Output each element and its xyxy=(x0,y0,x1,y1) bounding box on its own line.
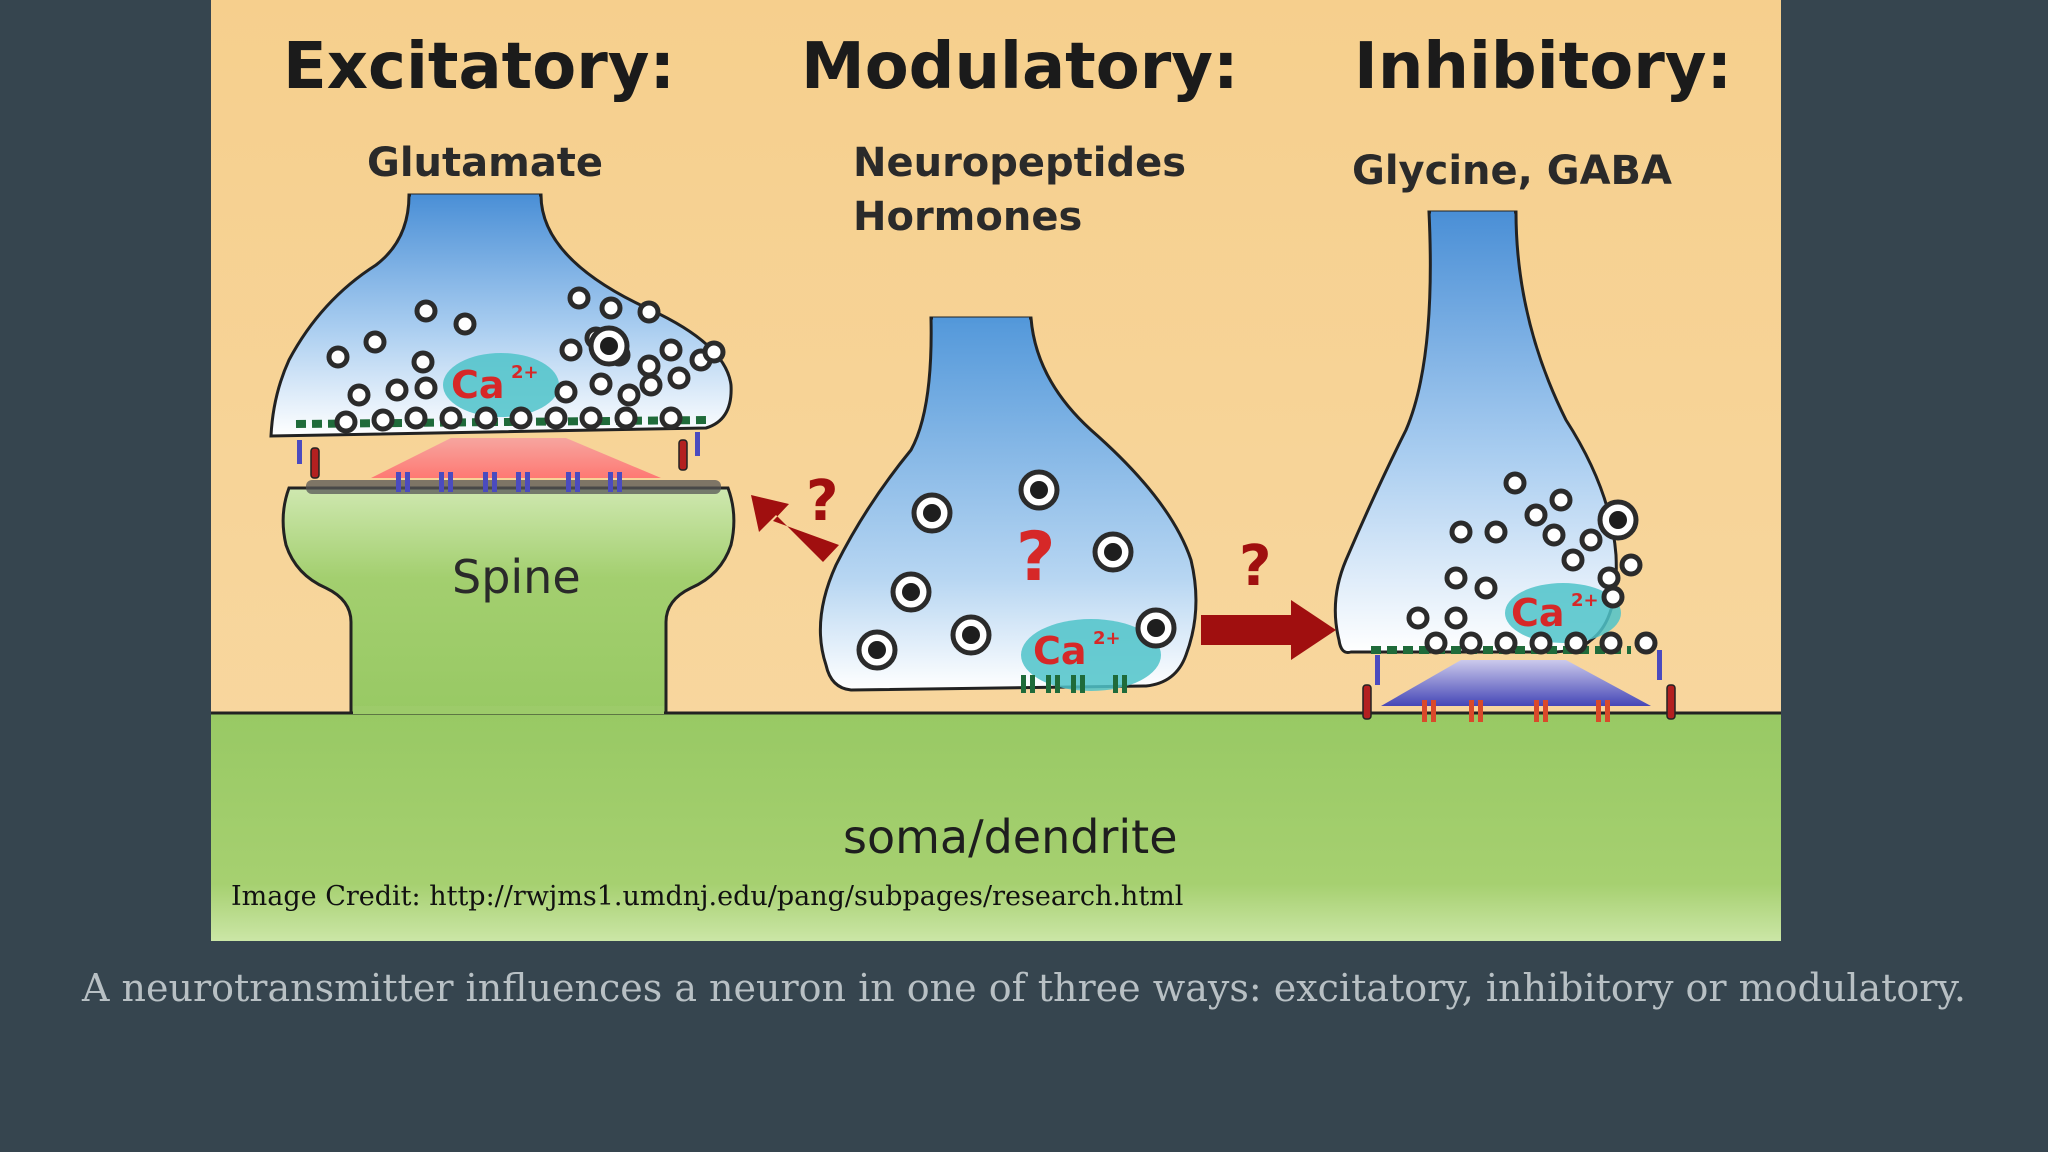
vesicle xyxy=(1549,488,1573,512)
vesicle xyxy=(567,286,591,310)
arrow-to-excitatory xyxy=(751,495,839,562)
excitatory-terminal xyxy=(269,193,733,438)
excitatory-ca-charge: 2+ xyxy=(511,362,539,383)
vesicle xyxy=(404,406,428,430)
vesicle xyxy=(1619,553,1643,577)
vesicle xyxy=(1484,520,1508,544)
vesicle xyxy=(667,366,691,390)
spine-label: Spine xyxy=(452,550,581,604)
modulatory-channels xyxy=(1021,675,1127,693)
vesicle xyxy=(1449,520,1473,544)
vesicle xyxy=(639,373,663,397)
slide-caption: A neurotransmitter influences a neuron i… xyxy=(82,966,1966,1010)
inhibitory-receptors xyxy=(1422,700,1610,722)
vesicle xyxy=(385,378,409,402)
vesicle xyxy=(453,312,477,336)
vesicle xyxy=(1503,471,1527,495)
vesicle xyxy=(614,406,638,430)
inhibitory-arrow-question-mark: ? xyxy=(1239,534,1271,599)
synapse-diagram: Ca 2+ Ca 2+ Ca 2+ ? ? ? Spine soma/dendr… xyxy=(211,0,1781,941)
sublabel-glycine-gaba: Glycine, GABA xyxy=(1352,148,1672,194)
vesicle xyxy=(439,406,463,430)
vesicle xyxy=(363,330,387,354)
vesicle xyxy=(617,383,641,407)
vesicle xyxy=(1564,631,1588,655)
heading-excitatory: Excitatory: xyxy=(283,30,676,104)
sublabel-glutamate: Glutamate xyxy=(367,140,604,186)
dense-core xyxy=(1609,511,1627,529)
diagram-graphic: Ca 2+ Ca 2+ Ca 2+ ? ? ? Spine soma/dendr… xyxy=(211,0,1781,941)
vesicle xyxy=(1634,631,1658,655)
spine xyxy=(281,486,736,715)
vesicle xyxy=(1599,631,1623,655)
vesicle xyxy=(1444,566,1468,590)
vesicle xyxy=(1524,503,1548,527)
vesicle xyxy=(544,406,568,430)
inhibitory-ca-charge: 2+ xyxy=(1571,590,1599,611)
vesicle xyxy=(347,383,371,407)
vesicle xyxy=(1529,631,1553,655)
heading-modulatory: Modulatory: xyxy=(801,30,1239,104)
modulatory-ca-charge: 2+ xyxy=(1093,628,1121,649)
modulatory-question-mark: ? xyxy=(1016,518,1055,597)
vesicle xyxy=(637,354,661,378)
soma-dendrite-region xyxy=(211,712,1781,941)
sublabel-neuropeptides: Neuropeptides xyxy=(853,140,1187,186)
excitatory-ca-label: Ca xyxy=(451,363,505,407)
soma-dendrite-label: soma/dendrite xyxy=(843,810,1178,864)
dense-core xyxy=(923,504,941,522)
excitatory-receptors xyxy=(396,472,622,492)
vesicle xyxy=(411,350,435,374)
vesicle xyxy=(1459,631,1483,655)
dense-core xyxy=(962,626,980,644)
vesicle xyxy=(1406,606,1430,630)
excitatory-arrow-question-mark: ? xyxy=(806,469,838,534)
heading-inhibitory: Inhibitory: xyxy=(1354,30,1733,104)
vesicle xyxy=(509,406,533,430)
vesicle xyxy=(659,338,683,362)
vesicle xyxy=(589,372,613,396)
dense-core xyxy=(1030,481,1048,499)
dense-core xyxy=(600,337,618,355)
vesicle xyxy=(414,299,438,323)
vesicle xyxy=(1542,523,1566,547)
dense-core xyxy=(1104,543,1122,561)
vesicle xyxy=(1579,528,1603,552)
vesicle xyxy=(1597,566,1621,590)
dense-core xyxy=(868,641,886,659)
vesicle xyxy=(599,296,623,320)
vesicle xyxy=(1444,606,1468,630)
vesicle xyxy=(334,410,358,434)
vesicle xyxy=(559,338,583,362)
modulatory-ca-label: Ca xyxy=(1033,629,1087,673)
vesicle xyxy=(371,408,395,432)
vesicle xyxy=(1561,548,1585,572)
vesicle xyxy=(1424,631,1448,655)
vesicle xyxy=(554,380,578,404)
dense-core xyxy=(1147,619,1165,637)
modulatory-calcium-cloud xyxy=(1021,619,1161,691)
vesicle xyxy=(1474,576,1498,600)
dense-core xyxy=(902,583,920,601)
excitatory-calcium-cloud xyxy=(443,353,559,417)
sublabel-hormones: Hormones xyxy=(853,194,1083,240)
image-credit: Image Credit: http://rwjms1.umdnj.edu/pa… xyxy=(231,881,1184,912)
vesicle xyxy=(1494,631,1518,655)
vesicle xyxy=(1601,585,1625,609)
inhibitory-ca-label: Ca xyxy=(1511,591,1565,635)
arrow-to-inhibitory xyxy=(1201,600,1336,660)
vesicle xyxy=(702,340,726,364)
vesicle xyxy=(659,406,683,430)
vesicle xyxy=(326,345,350,369)
vesicle xyxy=(637,300,661,324)
vesicle xyxy=(414,376,438,400)
vesicle xyxy=(474,406,498,430)
inhibitory-calcium-cloud xyxy=(1505,583,1621,643)
vesicle xyxy=(579,406,603,430)
